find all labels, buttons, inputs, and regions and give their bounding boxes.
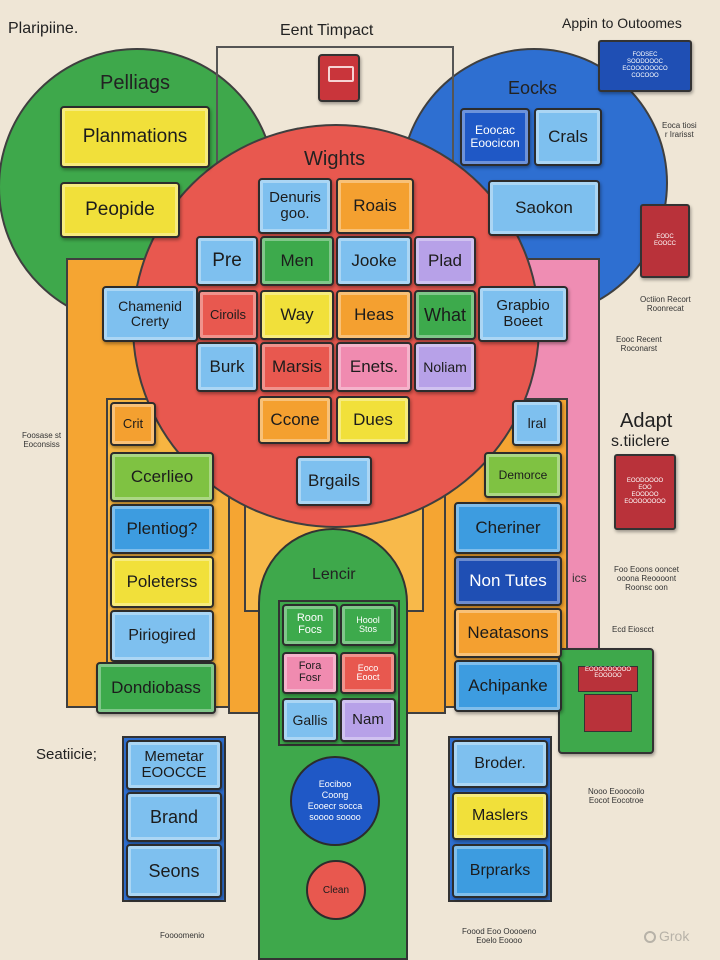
green-pill-title: Lencir [312,566,356,583]
note-right-1: Eoca tiosi r Irarisst [662,121,697,139]
note-right-4: Foo Eoons ooncet ooona Reoooont Roonsc o… [614,565,679,592]
tile-heas[interactable]: Heas [336,290,412,340]
tile-bigails[interactable]: Brgails [296,456,372,506]
tile-cheriner[interactable]: Cheriner [454,502,562,554]
tile-achipanke[interactable]: Achipanke [454,660,562,712]
card-right-3-screen: EOOOOOOOOO EOOOOO [578,666,638,692]
tile-pre[interactable]: Pre [196,236,258,286]
tile-crit[interactable]: Crit [110,402,156,446]
frame-line-top [216,46,454,48]
tile-roais[interactable]: Roais [336,178,414,234]
note-right-3: Eooc Recent Roconarst [616,335,662,353]
tile-neatasons[interactable]: Neatasons [454,608,562,658]
card-right-1: EODC EOOCC [640,204,690,278]
tile-men[interactable]: Men [260,236,334,286]
tile-grapbio[interactable]: Grapbio Boeet [478,286,568,342]
card-right-2: EOODOOOO EOO EOODOO EOOOOOOOO [614,454,676,530]
tile-right-top-b[interactable]: Crals [534,108,602,166]
tile-plentigg[interactable]: Plentiog? [110,504,214,554]
tile-piriogired[interactable]: Piriogired [110,610,214,662]
note-bottom-right: Foood Eoo Ooooeno Eoelo Eoooo [462,927,537,945]
tile-enets[interactable]: Enets. [336,342,412,392]
tile-marsis[interactable]: Marsis [260,342,334,392]
watermark: Grok [644,928,689,944]
left-circle-title: Pelliags [100,72,171,94]
tile-non-tutes[interactable]: Non Tutes [454,556,562,606]
note-left-1: Foosase st Eoconsiss [22,431,62,449]
tile-dues[interactable]: Dues [336,396,410,444]
tile-gallis[interactable]: Gallis [282,698,338,742]
top-center-title: Eent Timpact [280,22,374,39]
note-right-2: Octiion Recort Roonrecat [640,295,691,313]
watermark-logo-icon [644,931,656,943]
tile-way[interactable]: Way [260,290,334,340]
tile-ccone[interactable]: Ccone [258,396,332,444]
tile-demorce[interactable]: Demorce [484,452,562,498]
tile-plad[interactable]: Plad [414,236,476,286]
tile-peopide[interactable]: Peopide [60,182,180,238]
tile-denurs[interactable]: Denuris goo. [258,178,332,234]
top-left-title: Plaripiine. [8,20,79,37]
tile-saokon[interactable]: Saokon [488,180,600,236]
note-right-6: Nooo Eooocoilo Eocot Eocotroe [588,787,645,805]
center-circle-title: Wights [304,148,366,170]
frame-line-right [452,46,454,206]
round-blue-button[interactable]: Eociboo Coong Eooecr socca soooo soooo [290,756,380,846]
tile-nolam[interactable]: Noliam [414,342,476,392]
note-side-ics: ics [572,571,587,585]
tile-right-top-a[interactable]: Eoocac Eoocicon [460,108,530,166]
tile-ciroils[interactable]: Ciroils [198,290,258,340]
adapt-title-line2: s.tiiclere [611,433,670,450]
tile-brand[interactable]: Brand [126,792,222,842]
note-right-5: Ecd Eioscct [612,625,654,634]
card-right-3-panel [584,694,632,732]
tile-broder[interactable]: Broder. [452,740,548,788]
tile-nam[interactable]: Nam [340,698,396,742]
adapt-title-line1: Adapt [620,410,673,432]
tile-lral[interactable]: lral [512,400,562,446]
tile-poleterss[interactable]: Poleterss [110,556,214,608]
tile-chamenid[interactable]: Chamenid Crerty [102,286,198,342]
top-center-red-icon [318,54,360,102]
frame-line-left [216,46,218,206]
tile-plannations[interactable]: Planmations [60,106,210,168]
tile-fora-b[interactable]: Eoco Eooct [340,652,396,694]
tile-roon-b[interactable]: Hoool Stos [340,604,396,646]
note-bottom-center: Foooomenio [160,931,205,940]
tile-memetar[interactable]: Memetar EOOCCE [126,740,222,790]
tile-brprarks[interactable]: Brprarks [452,844,548,898]
tile-maslers[interactable]: Maslers [452,792,548,840]
tile-ccerlieo[interactable]: Ccerlieo [110,452,214,502]
tile-dondiobass[interactable]: Dondiobass [96,662,216,714]
tile-seons[interactable]: Seons [126,844,222,898]
tile-roon[interactable]: Roon Focs [282,604,338,646]
card-top-right: FODSEC SOODOOOC ECOOOOOOCO COCOOO [598,40,692,92]
tile-burk[interactable]: Burk [196,342,258,392]
tile-what[interactable]: What [414,290,476,340]
watermark-text: Grok [659,928,690,944]
tile-fora[interactable]: Fora Fosr [282,652,338,694]
card-right-3: EOOOOOOOOO EOOOOO [558,648,654,754]
round-red-button[interactable]: Clean [306,860,366,920]
top-right-title: Appin to Outoomes [562,15,682,31]
right-circle-title: Eocks [508,78,558,98]
tile-jooke[interactable]: Jooke [336,236,412,286]
bottom-left-title: Seatiicie; [36,746,97,763]
